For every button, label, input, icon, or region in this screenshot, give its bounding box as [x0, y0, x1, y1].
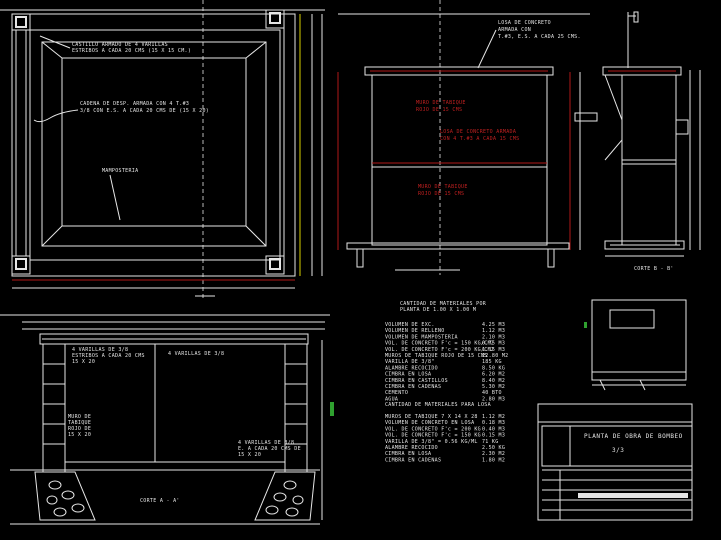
- elev-wall-3a: MURO DE TABIQUE: [418, 184, 468, 190]
- qty-row-label: CIMBRA EN CASTILLOS: [385, 378, 448, 384]
- title-block-title: PLANTA DE OBRA DE BOMBEO: [584, 433, 683, 440]
- elevation-view: LOSA DE CONCRETO ARMADA CON T.#3, E.S. A…: [337, 0, 590, 275]
- qty-row-label: MUROS DE TABIQUE 7 X 14 X 28: [385, 414, 478, 420]
- qty-row-label: VARILLA DE 3/8": [385, 359, 435, 365]
- qty-table-2: MUROS DE TABIQUE 7 X 14 X 28 1.12 M2 VOLUM…: [385, 414, 505, 463]
- qty-row-value: 22.80 M2: [482, 353, 508, 359]
- qty-row-label: VOL. DE CONCRETO F'c = 200 KG: [385, 426, 481, 432]
- qty-row-value: 40 BTO: [482, 390, 502, 396]
- qty-row-value: 0.75 M3: [482, 341, 505, 347]
- sec-callout-3c: ROJO DE: [68, 426, 91, 432]
- elev-wall-2a: LOSA DE CONCRETO ARMADA: [440, 129, 516, 135]
- sec-callout-2: 4 VARILLAS DE 3/8: [168, 351, 224, 357]
- qty-row-label: VOLUMEN DE EXC.: [385, 322, 435, 328]
- sec-cut-label: CORTE A - A': [140, 498, 180, 504]
- qty-row-value: 1.12 M2: [482, 414, 505, 420]
- qty-row-value: 6.20 M2: [482, 372, 505, 378]
- sec-callout-4a: 4 VARILLAS DE 3/8: [238, 440, 294, 446]
- qty-table-1: VOLUMEN DE EXC. 4.25 M3 VOLUMEN DE RELLENO…: [385, 322, 508, 402]
- elev-label-top-3: T.#3, E.S. A CADA 25 CMS.: [498, 34, 581, 40]
- qty-row-value: 0.15 M3: [482, 433, 505, 439]
- qty-row-label: VOLUMEN DE MAMPOSTERIA: [385, 334, 458, 340]
- qty-row-label: VOL. DE CONCRETO F'c = 150 KG: [385, 433, 481, 439]
- detail-cut-label: CORTE B - B': [634, 266, 674, 272]
- qty-row-value: 185 KG: [482, 359, 502, 365]
- elev-wall-2b: CON 4 T.#3 A CADA 15 CMS: [440, 136, 519, 142]
- elev-wall-1a: MURO DE TABIQUE: [416, 100, 466, 106]
- qty-row-label: AGUA: [385, 396, 398, 402]
- plan-view: CASTILLO ARMADO DE 4 VARILLAS ESTRIBOS A…: [0, 0, 325, 300]
- quantities-block: CANTIDAD DE MATERIALES POR PLANTA DE 1.0…: [385, 301, 508, 463]
- qty-title-1a: CANTIDAD DE MATERIALES POR: [400, 301, 487, 307]
- qty-row-label: ALAMBRE RECOCIDO: [385, 365, 438, 371]
- sec-callout-3b: TABIQUE: [68, 420, 91, 426]
- qty-row-value: 2.50 KG: [482, 445, 505, 451]
- sec-callout-1b: ESTRIBOS A CADA 20 CMS: [72, 353, 145, 359]
- qty-row-label: VOLUMEN DE CONCRETO EN LOSA: [385, 420, 474, 426]
- elev-wall-3b: ROJO DE 15 CMS: [418, 191, 464, 197]
- qty-row-value: 8.50 KG: [482, 365, 505, 371]
- sec-callout-1c: 15 X 20: [72, 359, 95, 365]
- qty-row-label: MUROS DE TABIQUE ROJO DE 15 CMS: [385, 353, 488, 359]
- sec-callout-3d: 15 X 20: [68, 432, 91, 438]
- qty-row-value: 2.30 M2: [482, 451, 505, 457]
- title-block: PLANTA DE OBRA DE BOMBEO 3/3: [537, 403, 693, 521]
- qty-row-label: CIMBRA EN CADENAS: [385, 384, 441, 390]
- plan-callout-2a: CADENA DE DESP. ARMADA CON 4 T.#3: [80, 101, 189, 107]
- plan-callout-3: MAMPOSTERIA: [102, 168, 138, 174]
- elev-wall-1b: ROJO DE 15 CMS: [416, 107, 462, 113]
- qty-title-1b: PLANTA DE 1.00 X 1.00 M: [400, 307, 476, 313]
- sec-callout-1a: 4 VARILLAS DE 3/8: [72, 347, 128, 353]
- qty-row-label: CIMBRA EN CADENAS: [385, 457, 441, 463]
- qty-row-value: 5.30 M2: [482, 384, 505, 390]
- qty-row-label: CIMBRA EN LOSA: [385, 451, 431, 457]
- qty-row-label: VOLUMEN DE RELLENO: [385, 328, 445, 334]
- sec-callout-4c: 15 X 20: [238, 452, 261, 458]
- qty-row-label: ALAMBRE RECOCIDO: [385, 445, 438, 451]
- qty-row-label: VARILLA DE 3/8" = 0.56 KG/ML: [385, 439, 478, 445]
- elev-label-top-1: LOSA DE CONCRETO: [498, 20, 551, 26]
- qty-row-value: 71 KG: [482, 439, 499, 445]
- qty-row-value: 8.40 M2: [482, 378, 505, 384]
- small-detail: [584, 299, 687, 391]
- plan-callout-1b: ESTRIBOS A CADA 20 CMS (15 X 15 CM.): [72, 48, 191, 54]
- qty-row-value: 1.80 M2: [482, 457, 505, 463]
- qty-row-label: CEMENTO: [385, 390, 408, 396]
- title-block-number: 3/3: [612, 447, 624, 454]
- plan-callout-1a: CASTILLO ARMADO DE 4 VARILLAS: [72, 42, 168, 48]
- qty-row-value: 1.12 M3: [482, 328, 505, 334]
- qty-row-value: 0.18 M3: [482, 420, 505, 426]
- qty-title-2: CANTIDAD DE MATERIALES PARA LOSA: [385, 402, 491, 408]
- qty-row-label: CIMBRA EN LOSA: [385, 372, 431, 378]
- side-detail-view: CORTE B - B': [574, 11, 701, 272]
- section-view: 4 VARILLAS DE 3/8 ESTRIBOS A CADA 20 CMS…: [0, 314, 334, 525]
- qty-row-label: VOL. DE CONCRETO F'c = 200 KG/CM2: [385, 347, 494, 353]
- qty-row-label: VOL. DE CONCRETO F'c = 150 KG/CM2: [385, 341, 494, 347]
- qty-row-value: 0.40 M3: [482, 426, 505, 432]
- plan-callout-2b: 3/8 CON E.S. A CADA 20 CMS DE (15 X 20): [80, 108, 209, 114]
- qty-row-value: 2.80 M3: [482, 396, 505, 402]
- qty-row-value: 1.15 M3: [482, 347, 505, 353]
- sec-callout-3a: MURO DE: [68, 414, 91, 420]
- qty-row-value: 2.10 M3: [482, 334, 505, 340]
- qty-row-value: 4.25 M3: [482, 322, 505, 328]
- elev-label-top-2: ARMADA CON: [498, 27, 531, 33]
- sec-callout-4b: E. A CADA 20 CMS DE: [238, 446, 301, 452]
